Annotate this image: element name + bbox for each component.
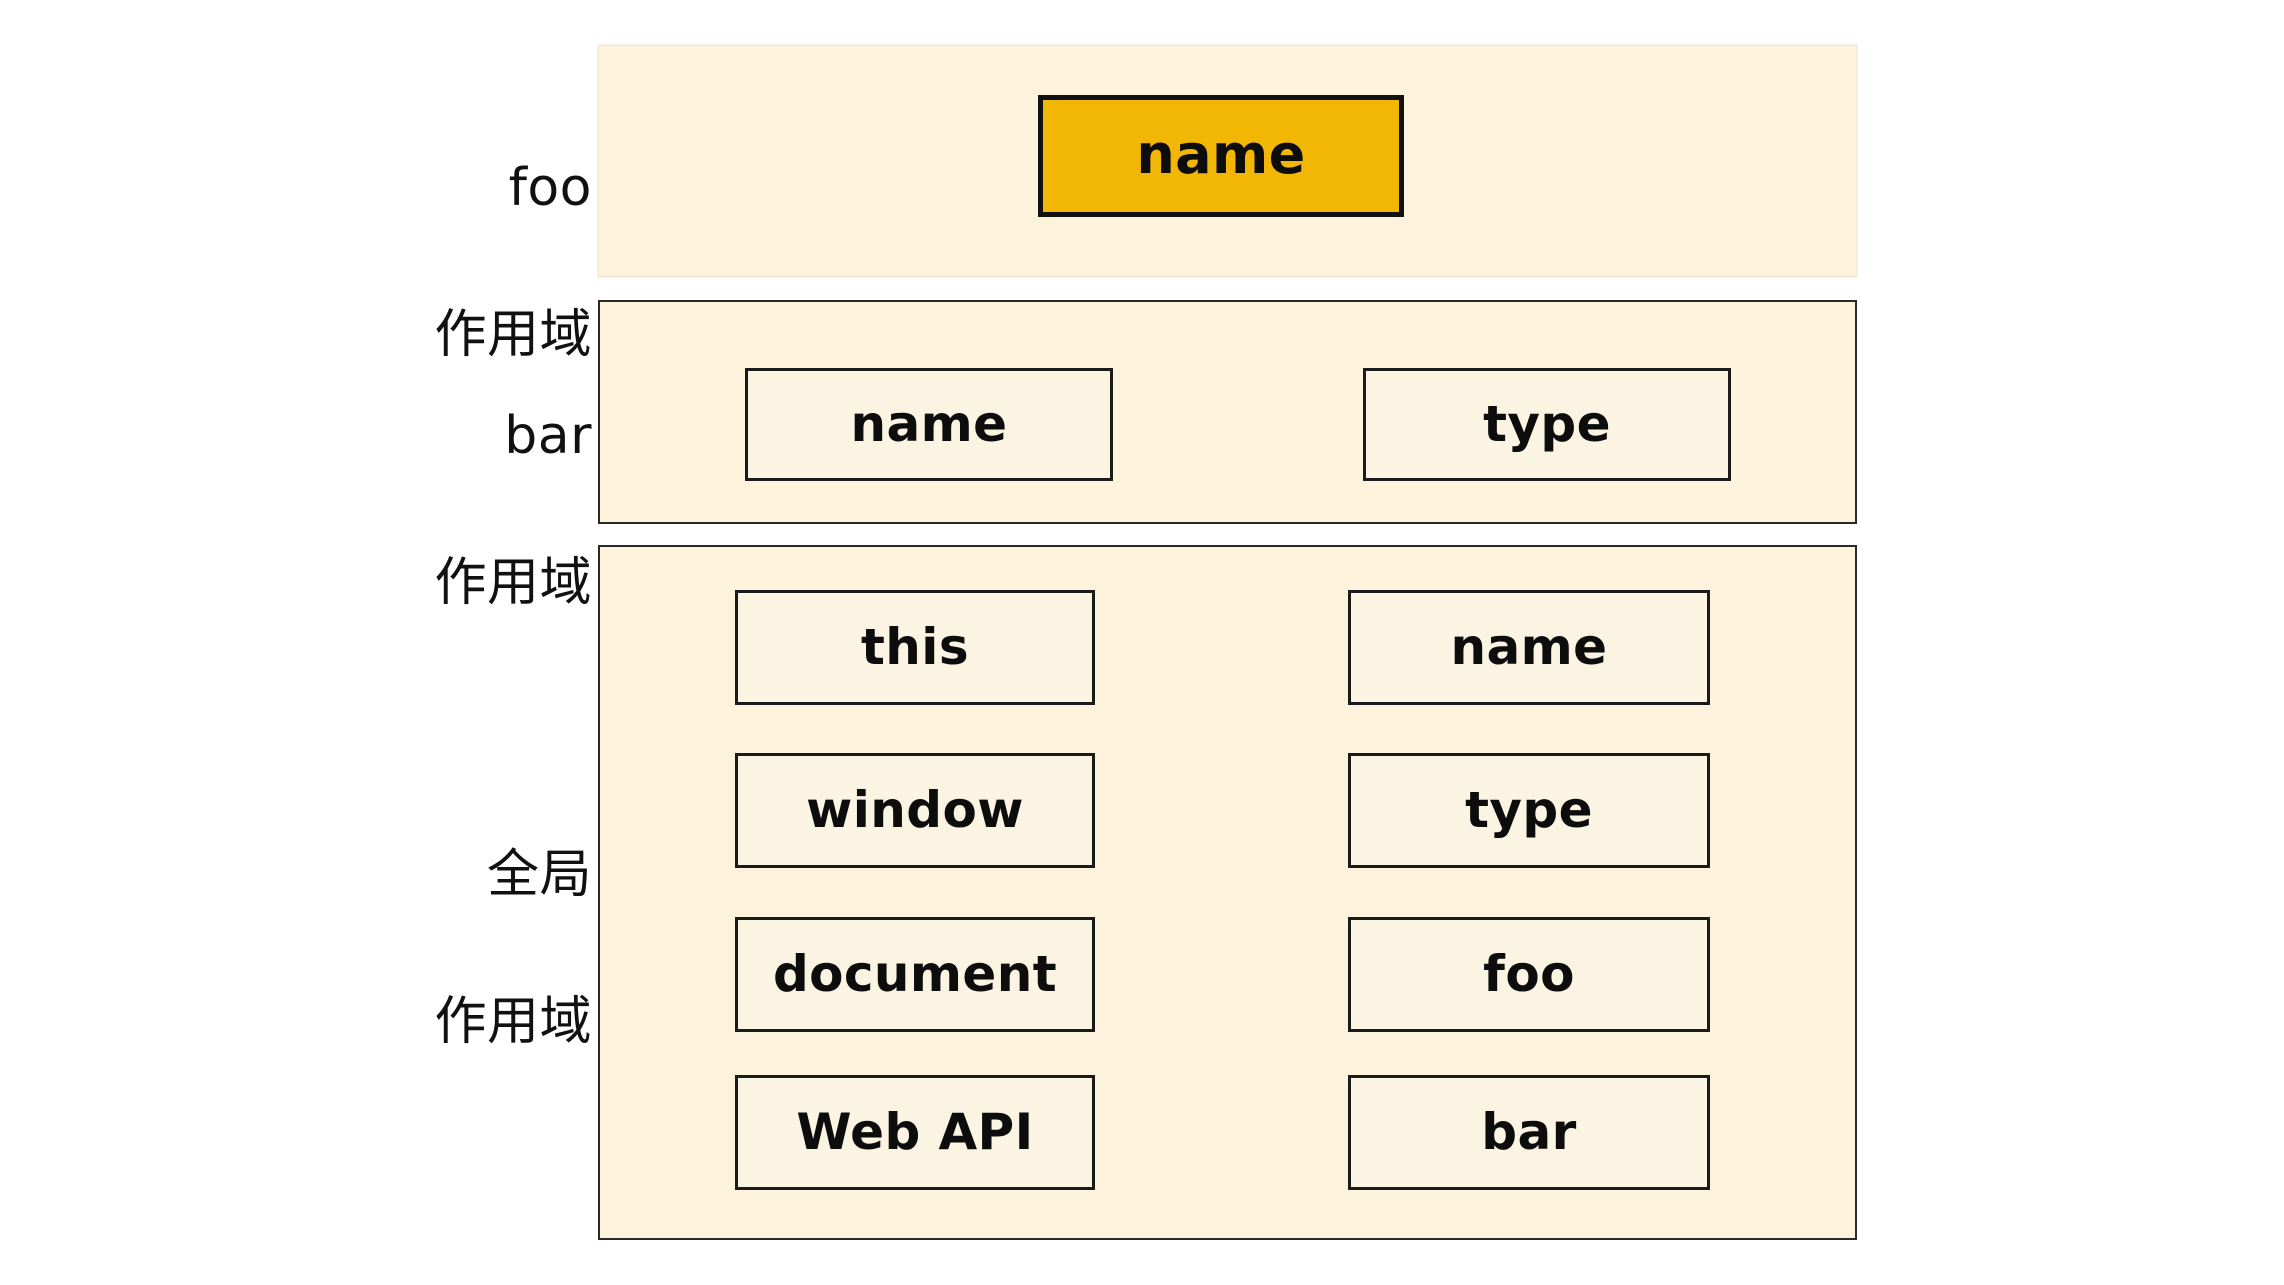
variable-box-label: window xyxy=(806,780,1024,839)
variable-box-global-this[interactable]: this xyxy=(735,590,1095,705)
variable-box-global-type[interactable]: type xyxy=(1348,753,1710,868)
variable-box-label: foo xyxy=(1483,944,1575,1003)
variable-box-global-foo[interactable]: foo xyxy=(1348,917,1710,1032)
scope-label-foo-line-2: 作用域 xyxy=(434,305,592,366)
variable-box-global-web-api[interactable]: Web API xyxy=(735,1075,1095,1190)
variable-box-label: this xyxy=(861,617,969,676)
variable-box-foo-name[interactable]: name xyxy=(1038,95,1404,217)
scope-label-global-line-1: 全局 xyxy=(486,844,592,905)
scope-label-bar-line-1: bar xyxy=(504,405,592,466)
variable-box-label: document xyxy=(772,944,1058,1003)
variable-box-label: name xyxy=(850,394,1008,453)
scope-label-global-line-2: 作用域 xyxy=(434,992,592,1053)
scope-label-foo-line-1: foo xyxy=(508,157,592,218)
scope-label-bar: bar 作用域 xyxy=(380,326,592,695)
variable-box-label: bar xyxy=(1481,1102,1577,1161)
variable-box-label: type xyxy=(1483,394,1611,453)
scope-label-bar-line-2: 作用域 xyxy=(434,553,592,614)
scope-label-foo: foo 作用域 xyxy=(380,78,592,447)
variable-box-label: type xyxy=(1465,780,1593,839)
variable-box-global-document[interactable]: document xyxy=(735,917,1095,1032)
scope-label-global: 全局 作用域 xyxy=(380,765,592,1134)
variable-box-global-window[interactable]: window xyxy=(735,753,1095,868)
variable-box-label: name xyxy=(1136,123,1306,186)
variable-box-label: name xyxy=(1450,617,1608,676)
variable-box-global-bar[interactable]: bar xyxy=(1348,1075,1710,1190)
variable-box-bar-type[interactable]: type xyxy=(1363,368,1731,481)
variable-box-label: Web API xyxy=(796,1102,1034,1161)
variable-box-global-name[interactable]: name xyxy=(1348,590,1710,705)
variable-box-bar-name[interactable]: name xyxy=(745,368,1113,481)
